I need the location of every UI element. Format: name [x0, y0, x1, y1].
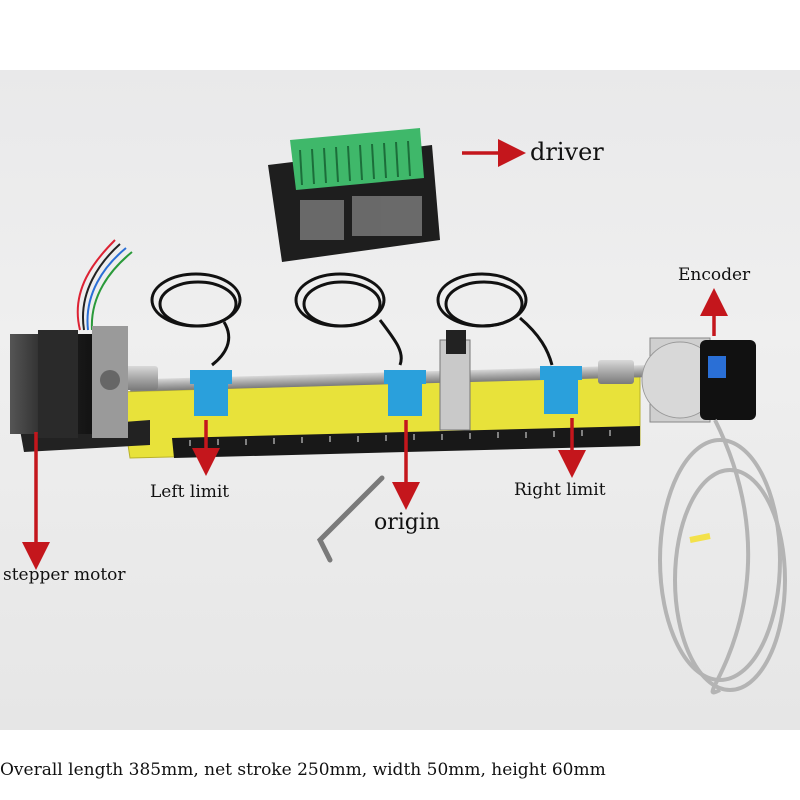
- encoder-coupler: [598, 360, 634, 384]
- limit-sensors: [190, 366, 582, 416]
- annotation-arrows: [22, 139, 728, 570]
- motor-coupler: [122, 366, 158, 390]
- driver-label: driver: [530, 138, 604, 166]
- encoder-device: [641, 337, 756, 423]
- encoder-cable: [658, 419, 787, 695]
- encoder-label: Encoder: [678, 265, 751, 285]
- hex-key: [316, 475, 385, 563]
- origin-label: origin: [374, 510, 441, 535]
- stepper-motor: [10, 326, 150, 452]
- sensor-cable-coils: [150, 272, 554, 367]
- driver-unit: [268, 128, 440, 262]
- slider-carriage: [439, 330, 471, 431]
- right-limit-label: Right limit: [514, 480, 606, 500]
- left-limit-label: Left limit: [150, 482, 230, 502]
- motor-wires: [76, 239, 133, 331]
- stepper-motor-label: stepper motor: [3, 565, 126, 585]
- dimensions-caption: Overall length 385mm, net stroke 250mm, …: [0, 760, 606, 780]
